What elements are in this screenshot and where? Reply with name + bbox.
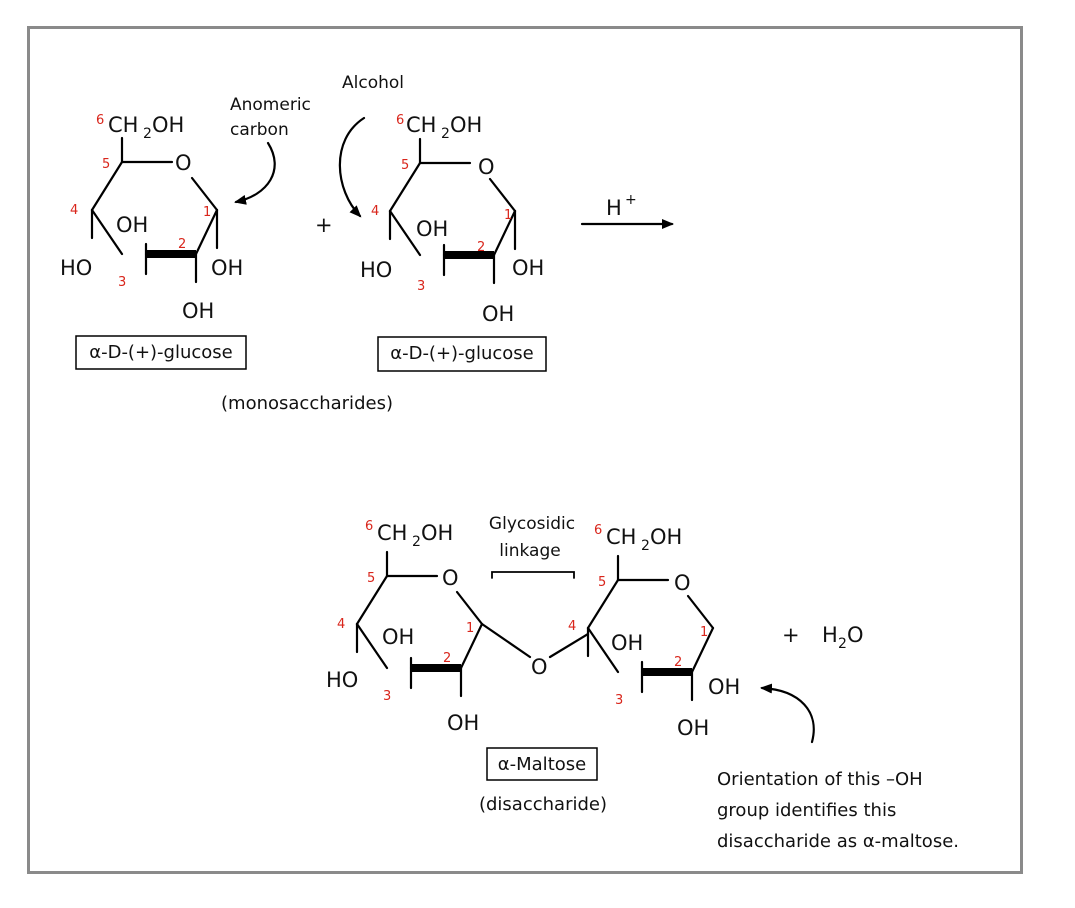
glycosidic-bond-left (480, 622, 532, 659)
orientation-arrow (760, 683, 815, 744)
c4-ho: HO (326, 668, 358, 692)
c5-number: 5 (367, 571, 375, 586)
glucose-right (390, 139, 515, 283)
ch2oh-oh: OH (650, 525, 682, 549)
c5-number: 5 (401, 158, 409, 173)
c4-oh: OH (116, 213, 148, 237)
c5-number: 5 (102, 157, 110, 172)
c2-number: 2 (477, 240, 485, 255)
glycosidic-label-2: linkage (499, 541, 560, 561)
c1-oh: OH (211, 256, 243, 280)
water-plus: + (782, 623, 800, 647)
ch2oh-ch: CH (606, 525, 636, 549)
c4-number: 4 (371, 204, 379, 219)
glucose-left (92, 138, 217, 282)
anomeric-label-2: carbon (230, 120, 289, 140)
anomeric-arrow (234, 141, 276, 205)
orientation-note-1: Orientation of this –OH (717, 769, 923, 790)
water-o: O (847, 623, 864, 647)
water-sub: 2 (838, 636, 847, 652)
ring-oxygen: O (175, 151, 192, 175)
c1-oh: OH (512, 256, 544, 280)
c6-number: 6 (96, 113, 104, 128)
ch2oh-sub: 2 (143, 126, 152, 142)
water-h: H (822, 623, 838, 647)
ch2oh-ch: CH (377, 521, 407, 545)
c2-oh: OH (182, 299, 214, 323)
glucose-left-box (75, 335, 247, 370)
ch2oh-oh: OH (421, 521, 453, 545)
maltose-ring-left (357, 552, 482, 696)
c1-number: 1 (700, 625, 708, 640)
catalyst-plus: + (625, 192, 637, 208)
c6-number: 6 (594, 523, 602, 538)
c2-oh: OH (447, 711, 479, 735)
c4-number: 4 (70, 203, 78, 218)
c4-oh: OH (611, 631, 643, 655)
plus-sign: + (315, 213, 333, 237)
ring-oxygen: O (674, 571, 691, 595)
alcohol-arrow (338, 116, 366, 218)
ch2oh-oh: OH (450, 113, 482, 137)
c5-number: 5 (598, 575, 606, 590)
c4-number: 4 (337, 617, 345, 632)
c2-number: 2 (674, 655, 682, 670)
c4-ho: HO (60, 256, 92, 280)
ring-oxygen: O (442, 566, 459, 590)
c6-number: 6 (396, 113, 404, 128)
ch2oh-oh: OH (152, 113, 184, 137)
catalyst-h: H (606, 196, 622, 220)
c2-number: 2 (443, 651, 451, 666)
maltose-box (486, 747, 598, 781)
orientation-note-3: disaccharide as α-maltose. (717, 831, 959, 852)
ch2oh-sub: 2 (641, 538, 650, 554)
c1-number: 1 (504, 208, 512, 223)
glycosidic-bond-right (548, 632, 590, 659)
figure-frame (27, 26, 1023, 874)
c4-oh: OH (416, 217, 448, 241)
c2-number: 2 (178, 237, 186, 252)
maltose-name: α-Maltose (498, 754, 586, 775)
c4-number: 4 (568, 619, 576, 634)
c2-oh: OH (677, 716, 709, 740)
ch2oh-sub: 2 (441, 126, 450, 142)
glycosidic-bracket (491, 571, 575, 579)
disaccharide-label: (disaccharide) (479, 794, 607, 815)
c3-number: 3 (118, 275, 126, 290)
monosaccharides-label: (monosaccharides) (221, 393, 393, 414)
ch2oh-ch: CH (406, 113, 436, 137)
c4-oh: OH (382, 625, 414, 649)
ch2oh-ch: CH (108, 113, 138, 137)
alcohol-label: Alcohol (342, 73, 404, 93)
glucose-right-box (377, 336, 547, 372)
c3-number: 3 (417, 279, 425, 294)
c3-number: 3 (383, 689, 391, 704)
glucose-left-name: α-D-(+)-glucose (89, 342, 233, 363)
glucose-right-name: α-D-(+)-glucose (390, 343, 534, 364)
c2-oh: OH (482, 302, 514, 326)
orientation-note-2: group identifies this (717, 800, 896, 821)
anomeric-label-1: Anomeric (230, 95, 311, 115)
glycosidic-oxygen: O (531, 655, 548, 679)
c6-number: 6 (365, 519, 373, 534)
c1-number: 1 (466, 621, 474, 636)
c1-number: 1 (203, 205, 211, 220)
maltose-ring-right (588, 556, 713, 700)
c1-oh: OH (708, 675, 740, 699)
glycosidic-label-1: Glycosidic (489, 514, 575, 534)
ring-oxygen: O (478, 155, 495, 179)
c4-ho: HO (360, 258, 392, 282)
c3-number: 3 (615, 693, 623, 708)
ch2oh-sub: 2 (412, 534, 421, 550)
